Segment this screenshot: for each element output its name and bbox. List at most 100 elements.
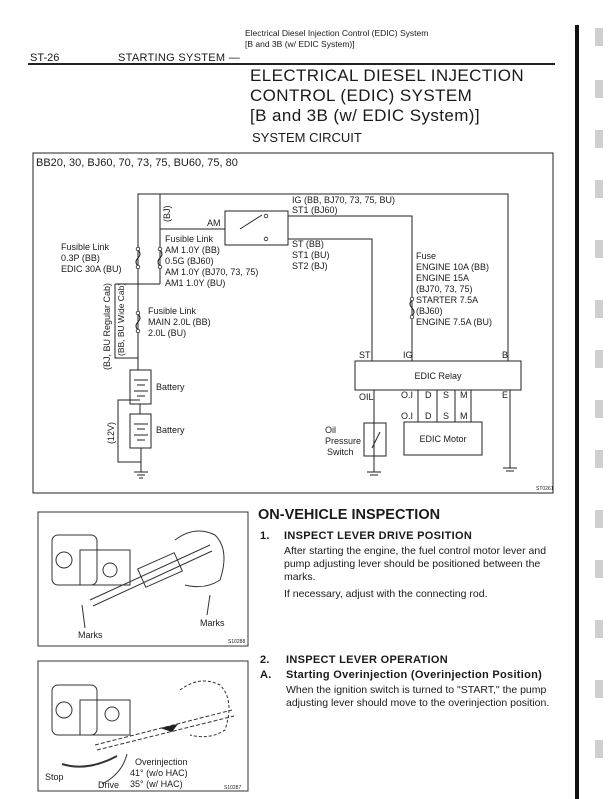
edic-relay xyxy=(354,360,522,391)
relay-pin: OIL xyxy=(359,392,374,402)
index-tab xyxy=(595,450,603,468)
fuse-label: ENGINE 15A xyxy=(416,273,469,283)
switch-contact xyxy=(239,214,263,230)
relay-pin: IG xyxy=(403,350,413,360)
fusible-link-1 xyxy=(135,249,141,267)
figure-code: S10288 xyxy=(228,639,245,645)
model-list: BB20, 30, BJ60, 70, 73, 75, BU60, 75, 80 xyxy=(36,157,238,169)
index-tab xyxy=(595,130,603,148)
drive-label: Drive xyxy=(98,780,119,790)
battery-label: Battery xyxy=(156,382,185,392)
index-tab xyxy=(595,560,603,578)
index-tab xyxy=(595,300,603,318)
index-tab xyxy=(595,350,603,368)
fuse-label: Fuse xyxy=(416,251,436,261)
stop-label: Stop xyxy=(45,772,64,782)
fusible-link-label: 0.5G (BJ60) xyxy=(165,256,214,266)
fusible-link-label: MAIN 2.0L (BB) xyxy=(148,317,211,327)
fusible-link-label: 0.3P (BB) xyxy=(61,253,100,263)
figure-lever-overinjection xyxy=(37,660,249,792)
wire-b xyxy=(137,193,509,361)
figure-lever-marks xyxy=(37,511,249,647)
fusible-link-label: AM1 1.0Y (BU) xyxy=(165,278,225,288)
voltage-label: (12V) xyxy=(106,422,116,444)
step1-note: If necessary, adjust with the connecting… xyxy=(284,588,488,600)
oil-switch-label: Pressure xyxy=(325,436,361,446)
relay-pin: ST xyxy=(359,350,371,360)
battery-label: Battery xyxy=(156,425,185,435)
section-title: SYSTEM CIRCUIT xyxy=(252,130,362,145)
header-subtitle-line1: Electrical Diesel Injection Control (EDI… xyxy=(245,28,429,38)
fusible-link-label: 2.0L (BU) xyxy=(148,328,186,338)
section-name: STARTING SYSTEM — xyxy=(118,52,241,64)
relay-pin: M xyxy=(460,390,468,400)
overinjection-label: Overinjection xyxy=(135,757,188,767)
relay-pin: B xyxy=(502,350,508,360)
fuse-label: ENGINE 10A (BB) xyxy=(416,262,489,272)
arrow-icon xyxy=(160,724,178,732)
title-line2: CONTROL (EDIC) SYSTEM xyxy=(250,86,473,105)
motor-pin: S xyxy=(443,411,449,421)
index-tab xyxy=(595,180,603,198)
fusible-link-label: AM 1.0Y (BB) xyxy=(165,245,220,255)
ig-label: IG (BB, BJ70, 73, 75, BU) xyxy=(292,195,395,205)
figure-code: S10287 xyxy=(224,785,241,791)
page-code: ST-26 xyxy=(30,52,60,64)
step1-text: After starting the engine, the fuel cont… xyxy=(284,545,547,583)
binding-edge xyxy=(575,25,579,799)
fuse-label: ENGINE 7.5A (BU) xyxy=(416,317,492,327)
fuse-label: STARTER 7.5A xyxy=(416,295,478,305)
relay-pin: D xyxy=(425,390,432,400)
st-label-2: ST1 (BU) xyxy=(292,250,330,260)
header-subtitle-line2: [B and 3B (w/ EDIC System)] xyxy=(245,39,355,49)
fusible-link-3 xyxy=(135,313,141,331)
fuse-engine xyxy=(409,299,415,317)
inspection-heading: ON-VEHICLE INSPECTION xyxy=(258,507,441,523)
relay-label: EDIC Relay xyxy=(414,371,462,381)
stepA-number: A. xyxy=(260,669,272,681)
relay-pin: E xyxy=(502,390,508,400)
fuse-label: (BJ60) xyxy=(416,306,443,316)
header-subtitle: Electrical Diesel Injection Control (EDI… xyxy=(245,28,428,50)
index-tab xyxy=(595,510,603,528)
overinjection-angle: 35° (w/ HAC) xyxy=(130,779,183,789)
am-label: AM xyxy=(207,218,221,228)
overinjection-angle: 41° (w/o HAC) xyxy=(130,768,188,778)
index-tab xyxy=(595,620,603,638)
wire-st xyxy=(288,238,373,361)
fusible-link-label: Fusible Link xyxy=(165,234,214,244)
step1-title: INSPECT LEVER DRIVE POSITION xyxy=(284,530,473,542)
oil-switch-label: Oil xyxy=(325,425,336,435)
step2-number: 2. xyxy=(260,654,270,666)
index-tab xyxy=(595,400,603,418)
ignition-switch xyxy=(224,210,289,246)
motor-pin: O.I xyxy=(401,411,413,421)
battery-2 xyxy=(129,413,152,449)
relay-pin: O.I xyxy=(401,390,413,400)
st-label-3: ST2 (BJ) xyxy=(292,261,328,271)
header-rule xyxy=(28,63,555,65)
fusible-link-2 xyxy=(157,249,163,267)
ig-label-2: ST1 (BJ60) xyxy=(292,205,338,215)
index-tab xyxy=(595,80,603,98)
index-tab xyxy=(595,240,603,258)
title-line3: [B and 3B (w/ EDIC System)] xyxy=(250,106,480,125)
battery-1 xyxy=(129,369,152,405)
step2-title: INSPECT LEVER OPERATION xyxy=(286,654,448,666)
wide-cab-label: (BB, BU Wide Cab) xyxy=(116,283,126,356)
fuse-label: (BJ70, 73, 75) xyxy=(416,284,473,294)
index-tab xyxy=(595,680,603,698)
index-tab xyxy=(595,740,603,758)
wire-ig xyxy=(288,215,413,361)
stepA-text: When the ignition switch is turned to "S… xyxy=(286,684,550,709)
oil-switch-label: Switch xyxy=(327,447,354,457)
marks-label: Marks xyxy=(200,618,225,628)
index-tab xyxy=(595,28,603,46)
fusible-link-label: Fusible Link xyxy=(61,242,110,252)
stepA-title: Starting Overinjection (Overinjection Po… xyxy=(286,669,543,681)
step1-number: 1. xyxy=(260,530,270,542)
edic-motor xyxy=(403,421,483,456)
fusible-link-label: EDIC 30A (BU) xyxy=(61,264,122,274)
regular-cab-label: (BJ, BU Regular Cab) xyxy=(102,283,112,370)
